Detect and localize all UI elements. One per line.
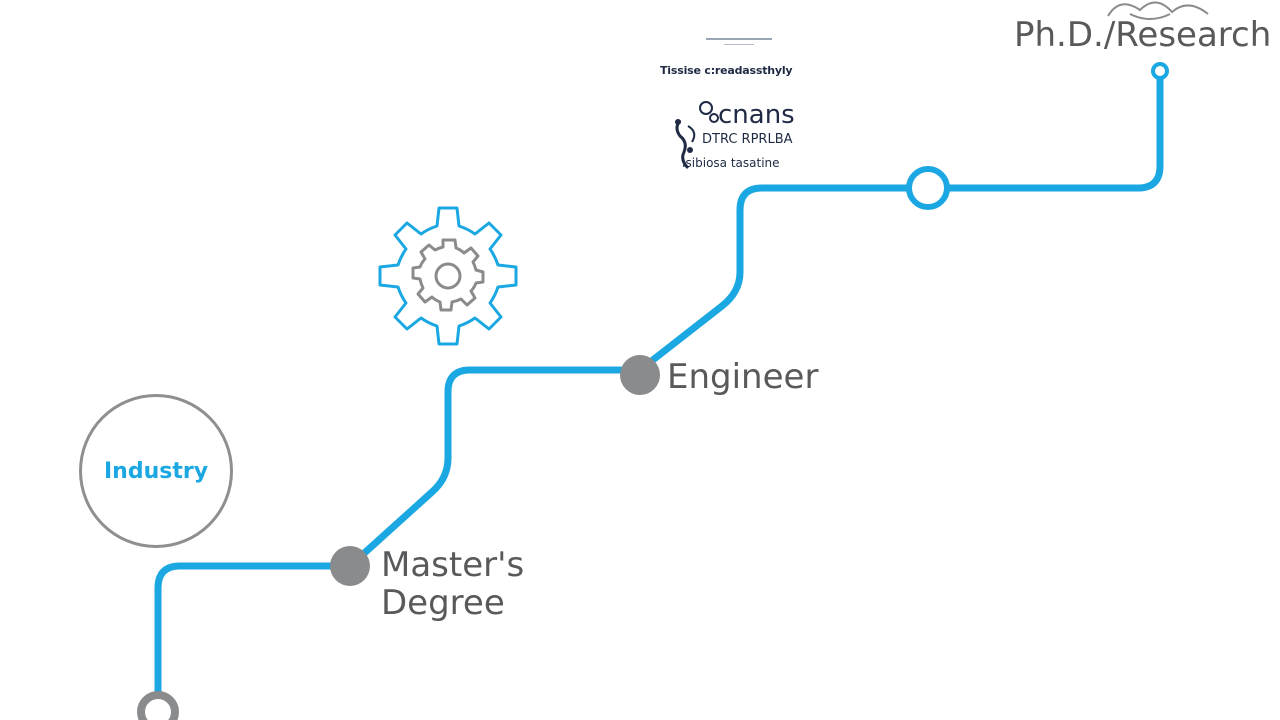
logo-rule: [706, 38, 772, 40]
masters-label: Master's Degree: [381, 546, 524, 622]
logo-figure-icon: [675, 101, 719, 170]
logo-tagline: Tissise c:readassthyly: [660, 64, 793, 77]
phd-label: Ph.D./Research: [1014, 15, 1272, 55]
brain-icon: [1107, 1, 1209, 20]
masters-label-line2: Degree: [381, 583, 505, 623]
industry-circle: Industry: [79, 394, 233, 548]
gear-icon: [378, 206, 518, 346]
logo-subtitle: DTRC RPRLBA: [702, 132, 793, 147]
masters-label-line1: Master's: [381, 545, 525, 585]
logo-footer: Isibiosa tasatine: [682, 156, 780, 170]
logo-rule-secondary: [724, 44, 754, 45]
industry-label: Industry: [103, 458, 209, 484]
logo-block: Tissise c:readassthyly cnans DTRC RPRLBA…: [660, 30, 830, 180]
engineer-label: Engineer: [667, 357, 819, 397]
logo-name: cnans: [718, 100, 795, 130]
